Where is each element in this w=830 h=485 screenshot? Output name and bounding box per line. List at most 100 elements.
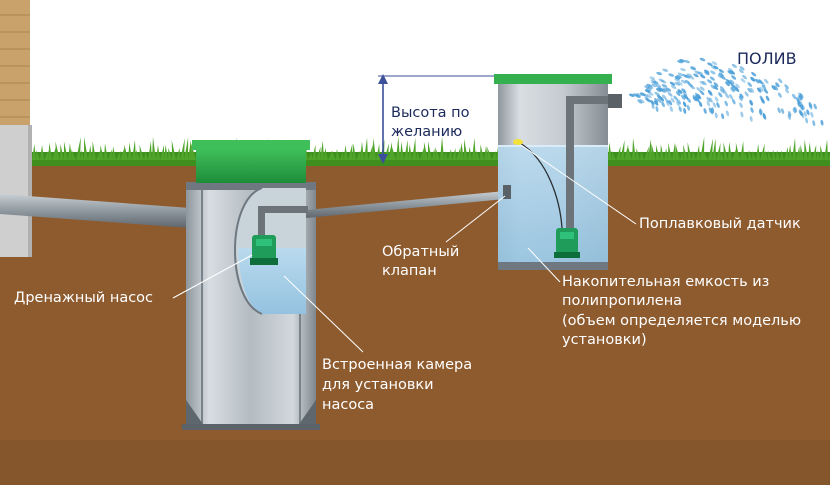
label-chamber-line1: Встроенная камера xyxy=(322,357,473,373)
spray-droplet xyxy=(751,72,757,77)
spray-droplet xyxy=(699,57,706,62)
storage-tank-lid xyxy=(494,74,612,84)
spray-droplet xyxy=(784,88,790,94)
spray-droplet xyxy=(820,119,824,126)
spray-droplet xyxy=(686,73,693,78)
spray-droplet xyxy=(777,92,782,98)
label-tank-line1: Накопительная емкость из xyxy=(562,274,770,290)
spray-droplet xyxy=(739,66,745,71)
spray-droplet xyxy=(742,74,748,80)
spray-droplet xyxy=(750,76,756,82)
label-height-line2: желанию xyxy=(391,124,463,140)
spray-droplet xyxy=(695,94,701,100)
spray-droplet xyxy=(797,95,802,101)
spray-droplet xyxy=(780,108,785,114)
spray-droplet xyxy=(675,91,681,97)
spray-droplet xyxy=(684,59,690,64)
spray-droplet xyxy=(669,106,673,112)
spray-droplet xyxy=(732,98,736,105)
spray-droplet xyxy=(727,80,733,85)
house-wall xyxy=(0,0,32,257)
spray-droplet xyxy=(677,81,683,86)
spray-droplet xyxy=(718,72,724,77)
leader-lines xyxy=(172,144,637,353)
spray-droplet xyxy=(730,87,735,93)
spray-droplet xyxy=(721,113,725,120)
spray-droplet xyxy=(719,88,725,94)
spray-droplet xyxy=(788,111,792,117)
spray-droplet xyxy=(674,81,681,86)
spray-droplet xyxy=(699,90,705,96)
label-chamber-line2: для установки xyxy=(322,377,434,393)
spray-droplet xyxy=(658,78,665,82)
spray-droplet xyxy=(667,92,673,97)
soil-bottom-shade xyxy=(0,440,830,485)
spray-droplet xyxy=(763,113,767,120)
spray-droplet xyxy=(696,87,702,92)
spray-droplet xyxy=(656,71,663,76)
spray-droplet xyxy=(693,73,699,78)
label-drain-pump: Дренажный насос xyxy=(14,290,154,306)
spray-droplet xyxy=(775,82,780,88)
spray-droplet xyxy=(677,72,684,77)
spray-droplet xyxy=(740,78,746,83)
spray-droplet xyxy=(763,88,769,94)
spray-droplet xyxy=(643,93,649,98)
spray-droplet xyxy=(679,58,685,63)
spray-droplet xyxy=(708,97,713,103)
spray-droplet xyxy=(680,79,687,84)
spray-droplet xyxy=(651,83,658,88)
spray-droplet xyxy=(680,67,686,72)
spray-droplet xyxy=(707,62,713,67)
spray-droplet xyxy=(797,99,801,105)
water-spray-icon xyxy=(629,57,824,127)
spray-droplet xyxy=(758,109,763,116)
leader-drain-pump xyxy=(172,254,253,299)
spray-droplet xyxy=(650,79,657,83)
spray-droplet xyxy=(657,86,663,91)
discharge-pipe xyxy=(258,191,505,242)
spray-droplet xyxy=(724,100,728,107)
spray-droplet xyxy=(711,61,718,66)
spray-droplet xyxy=(673,95,678,101)
spray-droplet xyxy=(660,88,667,94)
spray-droplet xyxy=(725,81,730,87)
spray-droplet xyxy=(773,85,779,91)
spray-droplet xyxy=(649,76,656,80)
spray-droplet xyxy=(710,70,716,75)
spray-droplet xyxy=(647,85,654,89)
outlet-pipe xyxy=(566,94,622,246)
label-tank-line4: установки) xyxy=(562,332,647,348)
label-chamber-line3: насоса xyxy=(322,397,375,413)
spray-droplet xyxy=(668,100,673,106)
storage-pump-icon xyxy=(554,228,580,258)
spray-droplet xyxy=(639,99,645,104)
spray-droplet xyxy=(731,63,738,68)
spray-droplet xyxy=(718,69,724,73)
spray-droplet xyxy=(718,92,723,98)
spray-droplet xyxy=(661,84,668,88)
spray-droplet xyxy=(680,95,686,100)
spray-droplet xyxy=(761,98,765,104)
spray-droplet xyxy=(654,100,659,106)
label-poliv: ПОЛИВ xyxy=(737,49,797,68)
spray-droplet xyxy=(682,101,687,108)
spray-droplet xyxy=(801,104,805,110)
spray-droplet xyxy=(661,94,667,100)
label-check-valve-line2: клапан xyxy=(382,263,437,279)
spray-droplet xyxy=(677,99,682,105)
spray-droplet xyxy=(704,69,710,74)
spray-droplet xyxy=(793,106,798,113)
spray-droplet xyxy=(647,91,654,96)
spray-droplet xyxy=(669,81,676,86)
spray-droplet xyxy=(728,68,734,73)
spray-droplet xyxy=(710,84,716,90)
inlet-pipe xyxy=(0,194,190,228)
leader-tank xyxy=(527,247,561,283)
drainage-shaft-lid xyxy=(192,140,310,183)
leader-chamber xyxy=(283,275,364,353)
spray-droplet xyxy=(661,101,665,108)
spray-droplet xyxy=(657,97,662,103)
spray-droplet xyxy=(738,95,743,101)
spray-droplet xyxy=(805,117,809,124)
